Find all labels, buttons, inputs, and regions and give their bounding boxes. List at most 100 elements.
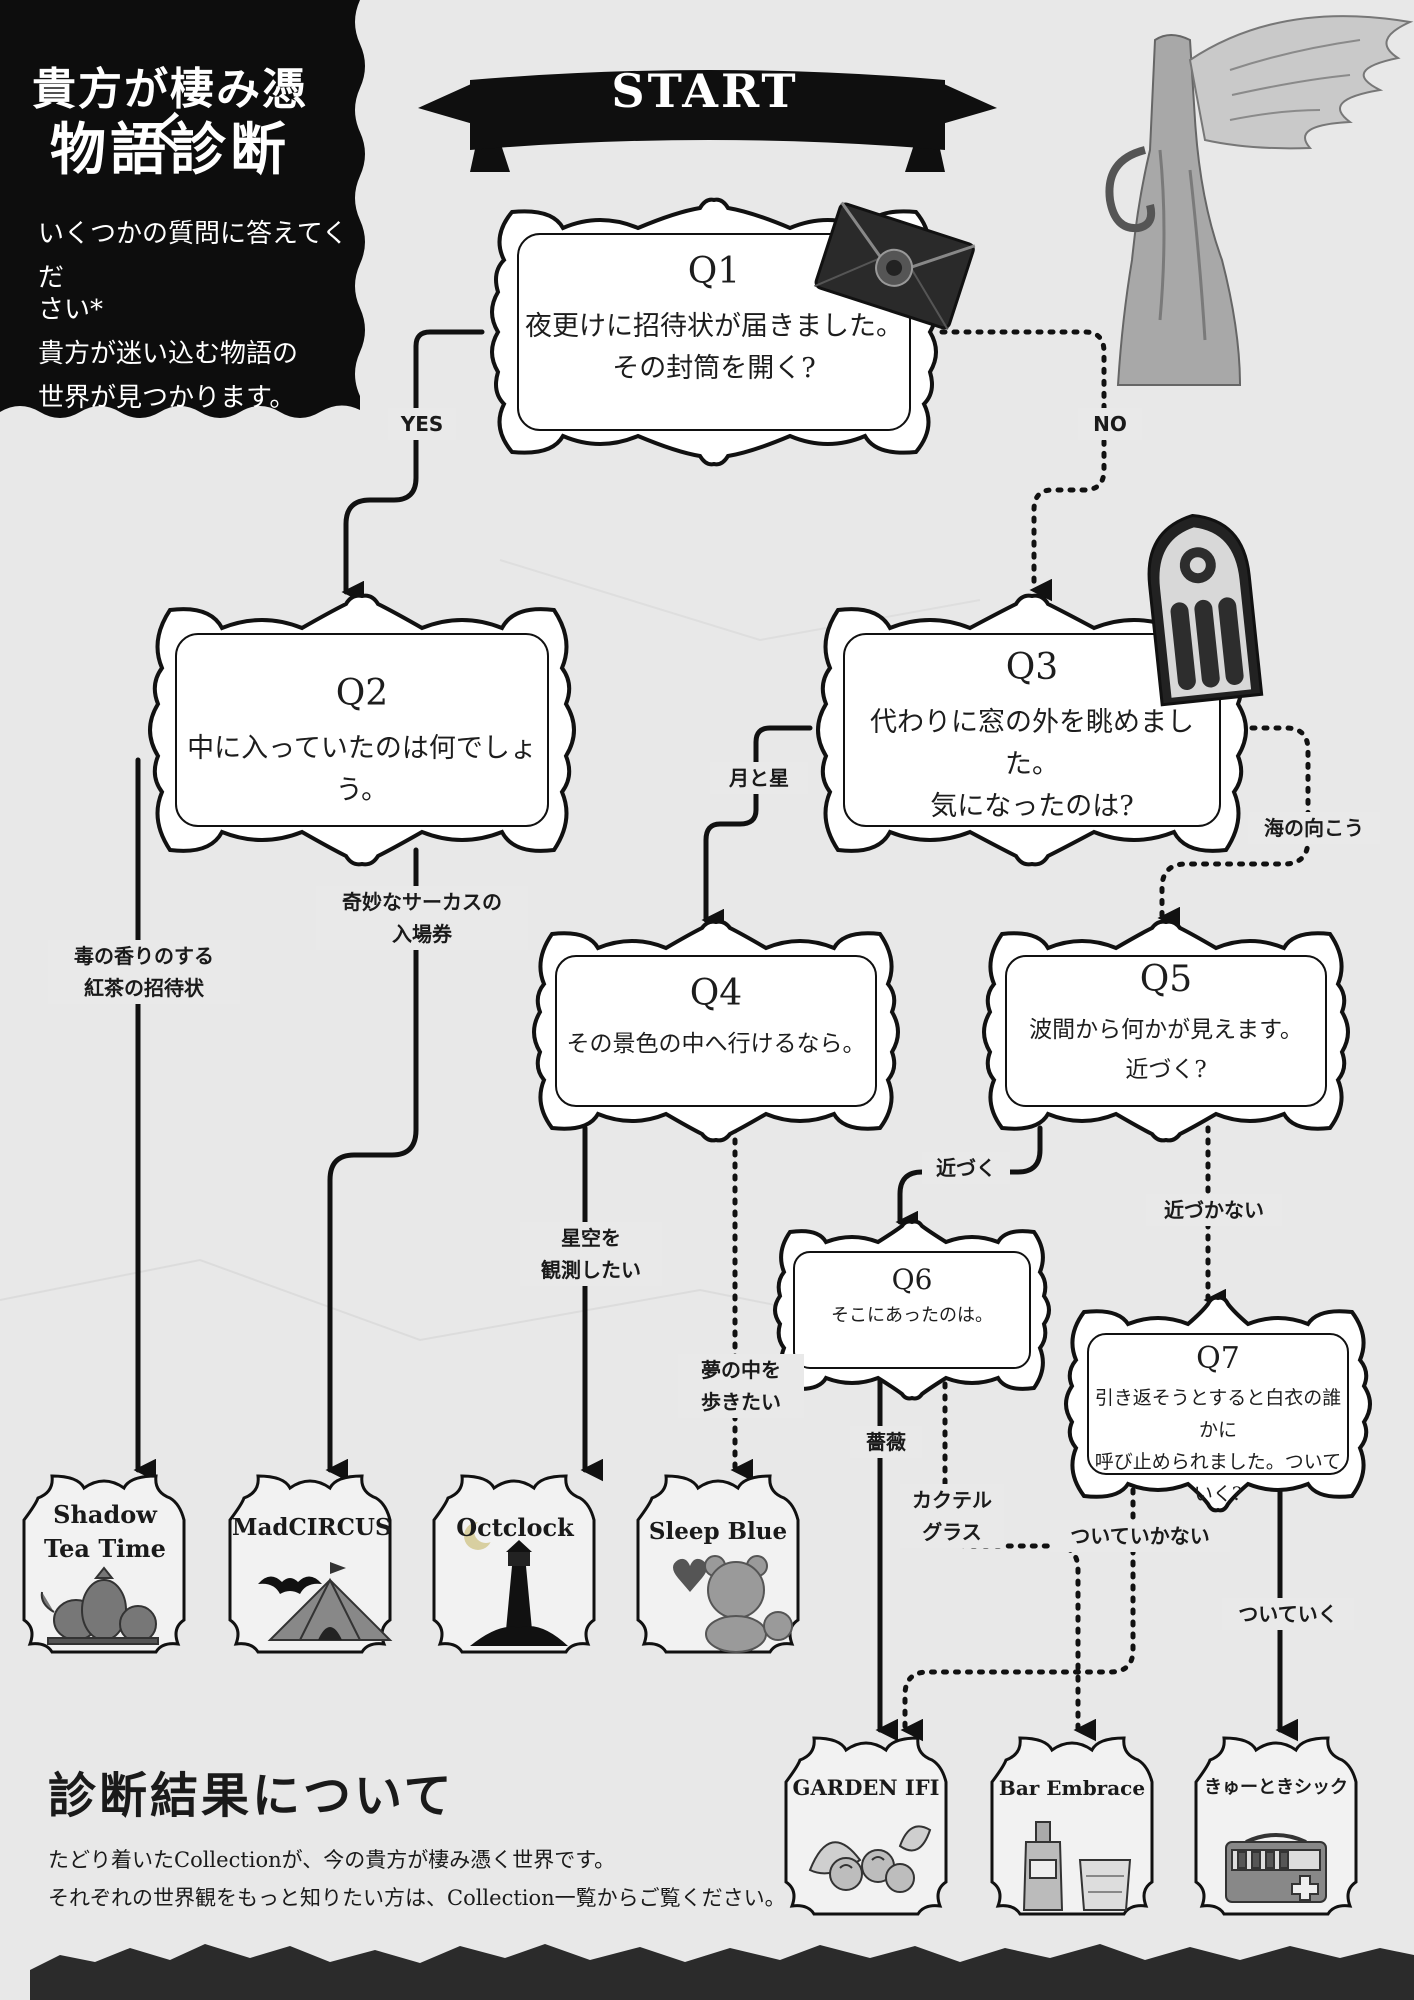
teddy-bear-icon <box>704 1555 793 1653</box>
branch-walk-dream: 夢の中を 歩きたい <box>678 1354 804 1418</box>
branch-line: 観測したい <box>541 1258 641 1282</box>
q4-frame <box>532 919 900 1143</box>
branch-poison-tea: 毒の香りのする 紅茶の招待状 <box>48 940 240 1004</box>
q7-question: 引き返そうとすると白衣の誰かに 呼び止められました。ついていく? <box>1088 1382 1348 1510</box>
q3-frame <box>816 593 1248 867</box>
branch-yes: YES <box>388 408 456 440</box>
branch-moon-star: 月と星 <box>710 762 808 794</box>
branch-line: 歩きたい <box>701 1390 781 1414</box>
q3-text: Q3 代わりに窓の外を眺めました。 気になったのは? <box>844 650 1220 828</box>
q3-number: Q3 <box>1005 647 1059 688</box>
result-line: Tea Time <box>44 1534 166 1563</box>
intro-line: さい* <box>38 295 104 325</box>
bottle-and-glass-icon <box>1022 1821 1132 1911</box>
branch-cocktail: カクテル グラス <box>900 1484 1004 1548</box>
q5-line: 近づく? <box>1125 1057 1207 1083</box>
branch-line: 毒の香りのする <box>74 944 214 968</box>
q4-number: Q4 <box>689 973 743 1014</box>
intro-line: 世界が見つかります。 <box>38 383 296 413</box>
q7-line: 引き返そうとすると白衣の誰かに <box>1094 1387 1342 1441</box>
q4-inner <box>555 955 877 1107</box>
q5-line: 波間から何かが見えます。 <box>1029 1017 1303 1043</box>
branch-rose: 薔薇 <box>850 1426 922 1458</box>
q1-text: Q1 夜更けに招待状が届きました。 その封筒を開く? <box>518 254 910 390</box>
torn-paper-edge <box>30 1944 1414 2000</box>
branch-line: 星空を <box>561 1226 621 1250</box>
start-label: START <box>611 64 799 118</box>
result-garden-if[interactable]: GARDEN IFI <box>792 1775 940 1800</box>
q2-inner <box>175 633 549 827</box>
q7-text: Q7 引き返そうとすると白衣の誰かに 呼び止められました。ついていく? <box>1088 1344 1348 1510</box>
result-kyuu-toki-sick[interactable]: きゅーときシック <box>1204 1777 1348 1798</box>
q7-number: Q7 <box>1196 1341 1240 1376</box>
circus-tent-icon <box>267 1562 393 1641</box>
q4-text: Q4 その景色の中へ行けるなら。 <box>556 976 876 1064</box>
result-sleep-blue[interactable]: Sleep Blue <box>648 1518 788 1545</box>
connector-moon-star <box>701 725 813 932</box>
branch-line: 奇妙なサーカスの <box>342 890 502 914</box>
q4-line: その景色の中へ行けるなら。 <box>566 1031 866 1057</box>
title-block: 貴方が棲み憑く 物語診断 いくつかの質問に答えてくだ さい* 貴方が迷い込む物語… <box>0 0 370 440</box>
title-line-1: 貴方が棲み憑く <box>32 64 308 159</box>
branch-line: グラス <box>922 1520 982 1544</box>
q5-frame <box>982 919 1350 1143</box>
branch-approach: 近づく <box>922 1152 1010 1184</box>
q3-line: 気になったのは? <box>930 791 1134 822</box>
q7-frame <box>1064 1295 1372 1513</box>
result-line: Shadow <box>53 1500 157 1529</box>
q2-frame <box>148 593 576 867</box>
result-bar-embrace[interactable]: Bar Embrace <box>998 1776 1146 1800</box>
q5-text: Q5 波間から何かが見えます。 近づく? <box>1006 962 1326 1090</box>
result-madcircus[interactable]: MadCIRCUS <box>232 1514 392 1541</box>
intro-text: いくつかの質問に答えてくだ さい* 貴方が迷い込む物語の 世界が見つかります。 <box>38 212 348 420</box>
q5-question: 波間から何かが見えます。 近づく? <box>1006 1010 1326 1090</box>
about-line-2: それぞれの世界観をもっと知りたい方は、Collection一覧からご覧ください。 <box>48 1886 786 1910</box>
bat-icon <box>258 1576 322 1594</box>
q6-question: そこにあったのは。 <box>794 1302 1030 1330</box>
connector-not-follow <box>900 1487 1136 1742</box>
branch-follow: ついていく <box>1222 1598 1354 1630</box>
moon-icon <box>464 1519 498 1550</box>
result-octclock[interactable]: Octclock <box>456 1513 574 1542</box>
branch-line: 入場券 <box>392 922 452 946</box>
start-banner <box>418 70 997 172</box>
branch-not-follow: ついていかない <box>1050 1520 1230 1552</box>
teapot-icon <box>40 1566 159 1645</box>
q7-line: 呼び止められました。ついていく? <box>1094 1451 1342 1505</box>
connector-no <box>939 329 1107 602</box>
q2-question: 中に入っていたのは何でしょう。 <box>176 728 548 812</box>
connector-circus <box>325 847 419 1482</box>
q6-number: Q6 <box>891 1263 933 1296</box>
q1-line: 夜更けに招待状が届きました。 <box>525 311 903 342</box>
q3-line: 代わりに窓の外を眺めました。 <box>870 707 1194 780</box>
wax-sealed-envelope-icon <box>814 201 976 330</box>
q5-inner <box>1005 955 1327 1107</box>
branch-line: カクテル <box>912 1488 992 1512</box>
q1-line: その封筒を開く? <box>612 353 816 384</box>
connector-yes <box>341 329 485 604</box>
title-panel <box>0 0 365 418</box>
q5-number: Q5 <box>1139 959 1193 1000</box>
intro-line: いくつかの質問に答えてくだ <box>38 219 348 293</box>
q3-inner <box>843 633 1221 827</box>
q6-text: Q6 そこにあったのは。 <box>794 1266 1030 1330</box>
branch-line: 紅茶の招待状 <box>84 976 204 1000</box>
gothic-window-icon <box>1147 513 1264 707</box>
q2-number: Q2 <box>335 673 389 714</box>
q6-line: そこにあったのは。 <box>831 1305 993 1326</box>
q2-line: 中に入っていたのは何でしょう。 <box>187 733 537 806</box>
q7-inner <box>1087 1333 1349 1475</box>
angel-statue-icon <box>1105 15 1414 386</box>
branch-beyond-sea: 海の向こう <box>1248 812 1380 844</box>
q2-text: Q2 中に入っていたのは何でしょう。 <box>176 676 548 812</box>
q6-inner <box>793 1251 1031 1369</box>
q1-number: Q1 <box>687 251 741 292</box>
result-shadow-tea-time[interactable]: Shadow Tea Time <box>30 1498 180 1566</box>
about-title: 診断結果について <box>48 1768 455 1824</box>
title-line-2: 物語診断 <box>50 117 290 183</box>
q1-question: 夜更けに招待状が届きました。 その封筒を開く? <box>518 306 910 390</box>
q3-question: 代わりに窓の外を眺めました。 気になったのは? <box>844 702 1220 828</box>
roses-icon <box>808 1825 932 1893</box>
connector-beyond-sea <box>1157 725 1311 930</box>
